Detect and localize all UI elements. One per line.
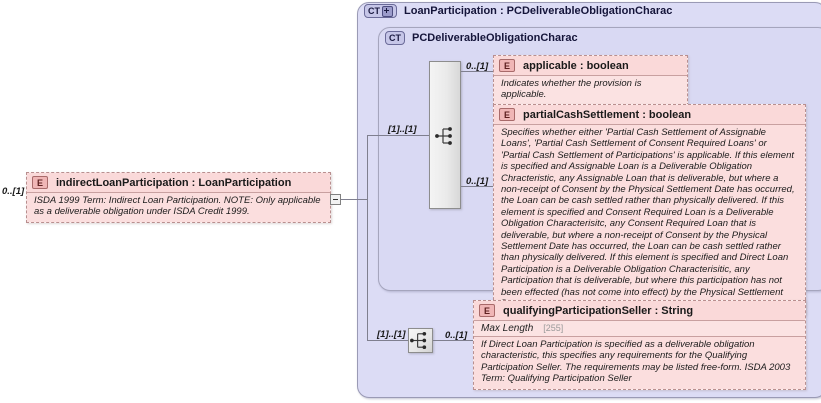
connector-to-qualifying-participation-seller [433, 340, 473, 341]
connector-to-applicable [461, 71, 493, 72]
ct-badge-label-inner: CT [389, 33, 401, 43]
facet-value: [255] [543, 323, 564, 333]
connector-to-sequence-main [367, 135, 429, 136]
element-box-applicable[interactable]: E applicable : boolean Indicates whether… [493, 55, 688, 106]
connector-to-sequence-secondary [367, 340, 408, 341]
connector-vertical-bus [367, 135, 368, 341]
sequence-glyph [410, 331, 427, 350]
inner-container-title: PCDeliverableObligationCharac [412, 32, 578, 44]
inner-container-header: CT PCDeliverableObligationCharac [385, 31, 578, 45]
ct-badge-icon[interactable]: CT [364, 4, 397, 18]
expand-plus-icon[interactable] [382, 5, 393, 17]
element-name: partialCashSettlement : boolean [523, 108, 692, 121]
element-badge-icon: E [499, 59, 515, 72]
root-element-cardinality: 0..[1] [2, 186, 25, 197]
element-badge-icon: E [32, 176, 48, 189]
element-documentation: ISDA 1999 Term: Indirect Loan Participat… [27, 192, 330, 222]
element-box-partial-cash-settlement[interactable]: E partialCashSettlement : boolean Specif… [493, 104, 806, 315]
facet-label: Max Length [481, 323, 534, 334]
partial-cash-settlement-cardinality: 0..[1] [466, 176, 489, 187]
sequence-icon-secondary[interactable] [408, 328, 433, 353]
sequence-secondary-cardinality: [1]..[1] [377, 329, 406, 340]
element-header: E applicable : boolean [494, 56, 687, 75]
element-badge-icon: E [499, 108, 515, 121]
element-name: qualifyingParticipationSeller : String [503, 304, 694, 317]
connector-to-partial-cash-settlement [461, 186, 493, 187]
element-documentation: Specifies whether either 'Partial Cash S… [494, 124, 805, 314]
connector-root-to-branch [341, 199, 367, 200]
element-header: E partialCashSettlement : boolean [494, 105, 805, 124]
sequence-main-cardinality: [1]..[1] [388, 124, 417, 135]
qualifying-participation-seller-cardinality: 0..[1] [445, 330, 468, 341]
sequence-icon-main[interactable] [429, 61, 461, 209]
element-badge-icon: E [479, 304, 495, 317]
ct-badge-icon-inner[interactable]: CT [385, 31, 405, 45]
element-box-qualifying-participation-seller[interactable]: E qualifyingParticipationSeller : String… [473, 300, 806, 390]
applicable-cardinality: 0..[1] [466, 61, 489, 72]
element-header: E qualifyingParticipationSeller : String [474, 301, 805, 320]
element-name: indirectLoanParticipation : LoanParticip… [56, 176, 292, 189]
sequence-glyph [435, 127, 452, 145]
element-header: E indirectLoanParticipation : LoanPartic… [27, 173, 330, 192]
element-facet-max-length: Max Length [255] [474, 320, 805, 336]
outer-container-header: CT LoanParticipation : PCDeliverableObli… [364, 4, 672, 18]
element-documentation: Indicates whether the provision is appli… [494, 75, 687, 105]
element-name: applicable : boolean [523, 59, 629, 72]
collapse-minus-icon[interactable] [330, 194, 341, 205]
element-box-indirect-loan-participation[interactable]: E indirectLoanParticipation : LoanPartic… [26, 172, 331, 223]
element-documentation: If Direct Loan Participation is specifie… [474, 336, 805, 389]
ct-badge-label: CT [368, 6, 380, 16]
outer-container-title: LoanParticipation : PCDeliverableObligat… [404, 5, 673, 17]
